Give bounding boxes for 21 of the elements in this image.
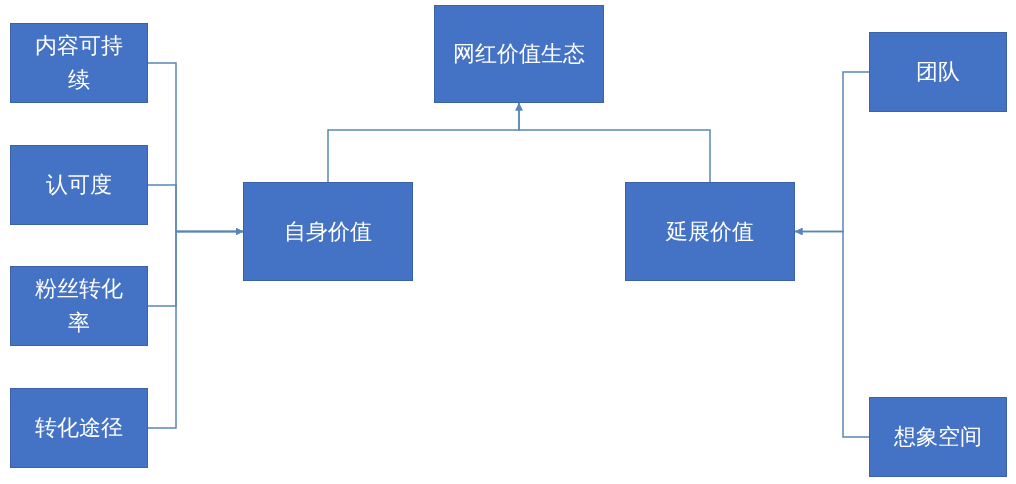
process-box — [10, 388, 148, 468]
process-box — [10, 266, 148, 346]
process-box — [243, 182, 413, 281]
process-box — [869, 32, 1007, 112]
connector-arrow — [794, 227, 870, 438]
process-box — [625, 182, 795, 281]
process-box — [869, 397, 1007, 477]
box-label: 内容可持续 — [34, 32, 124, 94]
box-label: 网红价值生态 — [452, 40, 586, 68]
box-label: 认可度 — [45, 171, 113, 199]
connector-arrow — [515, 102, 711, 183]
connector-arrow — [147, 227, 244, 429]
process-box — [434, 5, 604, 103]
box-label: 团队 — [915, 58, 961, 86]
box-label: 延展价值 — [665, 217, 755, 246]
box-label: 自身价值 — [283, 217, 373, 246]
box-label: 转化途径 — [34, 414, 124, 442]
box-label: 粉丝转化率 — [34, 275, 124, 337]
box-label: 想象空间 — [893, 423, 983, 451]
process-box — [10, 23, 148, 103]
process-box — [10, 145, 148, 225]
